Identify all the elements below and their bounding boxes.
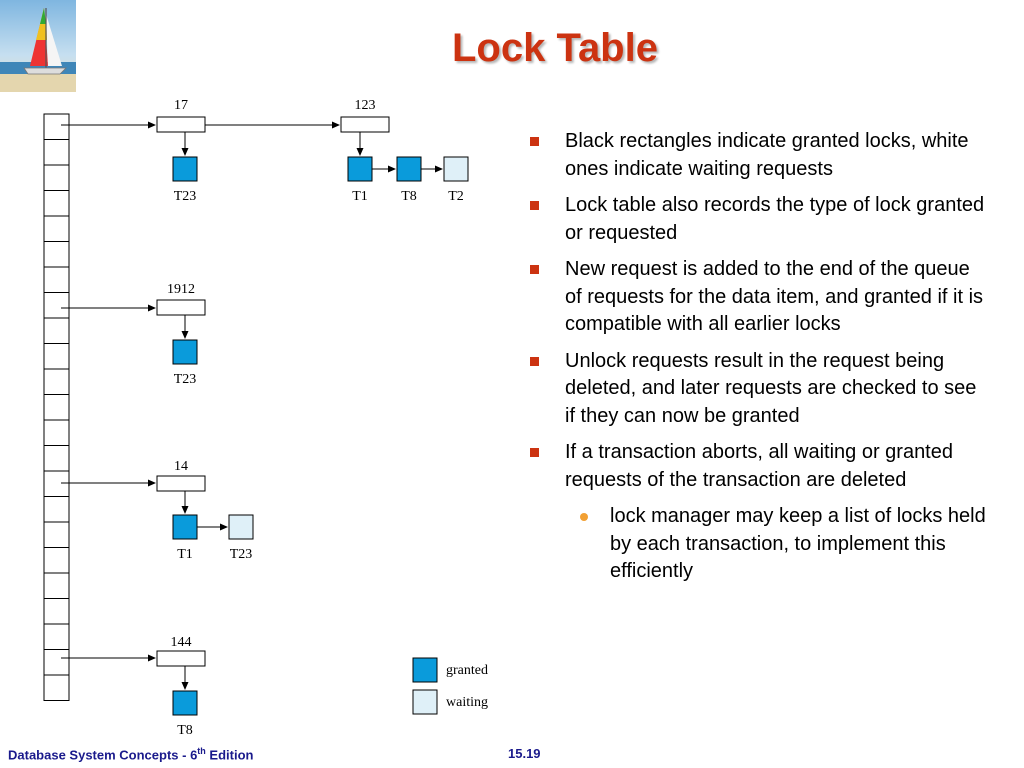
granted-request xyxy=(172,514,198,540)
legend-waiting-label: waiting xyxy=(446,695,488,710)
data-item-box xyxy=(156,650,206,667)
bullet-text: Unlock requests result in the request be… xyxy=(565,349,977,427)
transaction-label: T23 xyxy=(230,547,253,562)
data-item-label: 14 xyxy=(174,459,188,474)
hash-bucket xyxy=(43,139,70,166)
square-bullet-icon xyxy=(530,356,539,366)
data-item-box xyxy=(156,116,206,133)
lock-table-diagram: 17 T23 123 T1 T8 T2 1912 T23 14 T1 xyxy=(43,98,488,738)
square-bullet-icon xyxy=(530,265,539,274)
hash-bucket xyxy=(43,164,70,191)
hash-bucket xyxy=(43,496,70,523)
hash-bucket xyxy=(43,368,70,395)
data-item-box xyxy=(156,475,206,492)
hash-bucket xyxy=(43,470,70,497)
hash-bucket xyxy=(43,317,70,344)
square-bullet-icon xyxy=(530,137,539,146)
square-bullet-icon xyxy=(530,201,539,210)
transaction-label: T1 xyxy=(352,189,368,204)
bullet-list: Black rectangles indicate granted locks,… xyxy=(526,128,986,595)
granted-request xyxy=(347,156,373,182)
footer-book-suffix: Edition xyxy=(205,747,254,763)
transaction-label: T2 xyxy=(448,189,464,204)
data-item-label: 123 xyxy=(355,98,376,113)
bullet-item: Lock table also records the type of lock… xyxy=(526,192,986,247)
bullet-text: New request is added to the end of the q… xyxy=(565,258,984,335)
bullet-text: Black rectangles indicate granted locks,… xyxy=(565,130,969,180)
hash-bucket xyxy=(43,521,70,548)
square-bullet-icon xyxy=(530,448,539,457)
footer-book-title: Database System Concepts - 6th Edition xyxy=(8,746,253,762)
hash-bucket xyxy=(43,649,70,676)
legend-waiting-swatch xyxy=(412,689,438,715)
hash-table xyxy=(43,113,70,701)
data-item-label: 17 xyxy=(174,98,188,113)
lock-entry-17: 17 T23 123 T1 T8 T2 xyxy=(61,98,469,204)
hash-bucket xyxy=(43,572,70,599)
hash-bucket xyxy=(43,113,70,140)
hash-bucket xyxy=(43,623,70,650)
hash-bucket xyxy=(43,241,70,268)
transaction-label: T8 xyxy=(177,723,193,738)
granted-request xyxy=(172,690,198,716)
bullet-item: Unlock requests result in the request be… xyxy=(526,348,986,431)
footer-book-sup: th xyxy=(197,746,206,756)
waiting-request xyxy=(443,156,469,182)
data-item-label: 144 xyxy=(171,635,192,650)
bullet-item: Black rectangles indicate granted locks,… xyxy=(526,128,986,183)
granted-request xyxy=(172,339,198,365)
hash-bucket xyxy=(43,547,70,574)
legend: granted waiting xyxy=(412,657,488,715)
hash-bucket xyxy=(43,190,70,217)
sub-bullet-item: lock manager may keep a list of locks he… xyxy=(526,503,986,586)
sailboat-logo-icon xyxy=(0,0,76,92)
bullet-text: If a transaction aborts, all waiting or … xyxy=(565,441,953,491)
round-bullet-icon xyxy=(580,513,588,521)
hash-bucket xyxy=(43,215,70,242)
sub-bullet-text: lock manager may keep a list of locks he… xyxy=(610,505,986,582)
granted-request xyxy=(396,156,422,182)
hash-bucket xyxy=(43,598,70,625)
transaction-label: T8 xyxy=(401,189,417,204)
footer-page-number: 15.19 xyxy=(508,746,541,761)
hash-bucket xyxy=(43,445,70,472)
data-item-box xyxy=(340,116,390,133)
waiting-request xyxy=(228,514,254,540)
hash-bucket xyxy=(43,674,70,701)
lock-entry-144: 144 T8 xyxy=(61,635,206,738)
transaction-label: T1 xyxy=(177,547,193,562)
hash-bucket xyxy=(43,343,70,370)
bullet-item: New request is added to the end of the q… xyxy=(526,256,986,339)
bullet-item: If a transaction aborts, all waiting or … xyxy=(526,439,986,494)
hash-bucket xyxy=(43,419,70,446)
transaction-label: T23 xyxy=(174,372,197,387)
data-item-box xyxy=(156,299,206,316)
legend-granted-label: granted xyxy=(446,663,488,678)
hash-bucket xyxy=(43,266,70,293)
legend-granted-swatch xyxy=(412,657,438,683)
lock-entry-14: 14 T1 T23 xyxy=(61,459,254,562)
hash-bucket xyxy=(43,292,70,319)
hash-bucket xyxy=(43,394,70,421)
bullet-text: Lock table also records the type of lock… xyxy=(565,194,985,244)
footer-book-prefix: Database System Concepts - 6 xyxy=(8,747,198,763)
data-item-label: 1912 xyxy=(167,282,195,297)
lock-entry-1912: 1912 T23 xyxy=(61,282,206,387)
slide-title: Lock Table xyxy=(452,26,658,70)
transaction-label: T23 xyxy=(174,189,197,204)
granted-request xyxy=(172,156,198,182)
